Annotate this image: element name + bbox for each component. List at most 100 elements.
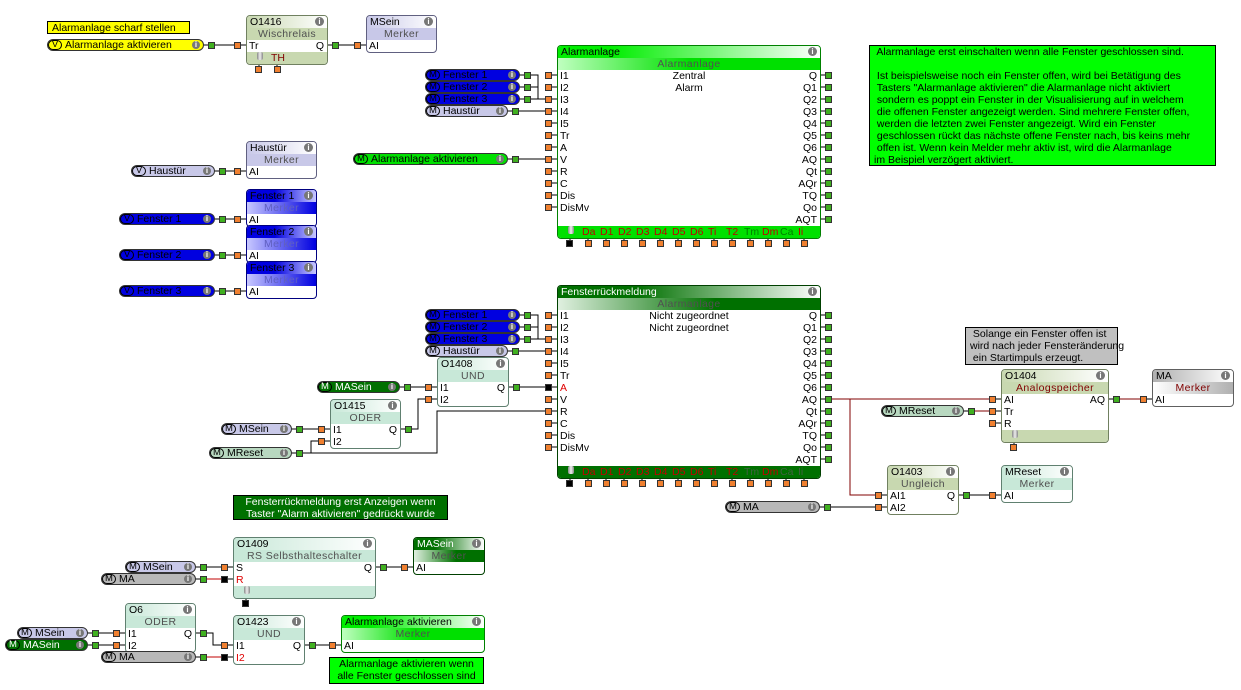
output-pin[interactable] <box>825 96 832 103</box>
info-icon[interactable]: i <box>808 47 817 56</box>
info-icon[interactable]: i <box>280 449 288 457</box>
output-pin[interactable] <box>825 132 832 139</box>
input-pin[interactable] <box>545 312 552 319</box>
info-icon[interactable]: i <box>496 107 504 115</box>
info-icon[interactable]: i <box>315 17 324 26</box>
parameter-Ii[interactable]: Ii <box>798 466 804 478</box>
parameter-D1[interactable]: D1 <box>600 466 614 478</box>
parameter-pin[interactable] <box>274 66 281 73</box>
parameter-Ca[interactable]: Ca <box>780 466 794 478</box>
output-pin[interactable] <box>825 420 832 427</box>
input-pin[interactable] <box>1140 396 1147 403</box>
input-pin[interactable] <box>989 492 996 499</box>
output-pin[interactable] <box>825 84 832 91</box>
parameter-pin[interactable] <box>621 240 628 247</box>
output-pin[interactable] <box>825 180 832 187</box>
info-icon[interactable]: i <box>1096 371 1105 380</box>
parameter-Da[interactable]: Da <box>582 466 596 478</box>
info-icon[interactable]: i <box>76 641 84 649</box>
output-pin[interactable] <box>825 456 832 463</box>
output-pin[interactable] <box>825 408 832 415</box>
input-pin[interactable] <box>545 396 552 403</box>
parameter-icon[interactable] <box>568 466 574 474</box>
output-pin[interactable] <box>825 432 832 439</box>
parameter-Da[interactable]: Da <box>582 226 596 238</box>
output-pin[interactable] <box>405 426 412 433</box>
input-pin[interactable] <box>234 252 241 259</box>
info-icon[interactable]: i <box>472 617 481 626</box>
parameter-icon[interactable] <box>257 52 263 60</box>
output-pin[interactable] <box>1113 396 1120 403</box>
parameter-pin[interactable] <box>603 240 610 247</box>
info-icon[interactable]: i <box>292 617 301 626</box>
output-pin[interactable] <box>524 324 531 331</box>
info-icon[interactable]: i <box>304 227 313 236</box>
input-pin[interactable] <box>234 168 241 175</box>
output-pin[interactable] <box>825 168 832 175</box>
parameter-icon[interactable] <box>568 226 574 234</box>
output-pin[interactable] <box>200 654 207 661</box>
parameter-Tm[interactable]: Tm <box>744 466 760 478</box>
output-pin[interactable] <box>825 156 832 163</box>
input-pin[interactable] <box>318 438 325 445</box>
comment-box[interactable]: Solange ein Fenster offen ist wird nach … <box>965 327 1124 365</box>
output-pin[interactable] <box>524 96 531 103</box>
parameter-Tm[interactable]: Tm <box>744 226 760 238</box>
output-pin[interactable] <box>200 564 207 571</box>
input-pin[interactable] <box>545 156 552 163</box>
parameter-pin[interactable] <box>585 240 592 247</box>
input-pin[interactable] <box>545 144 552 151</box>
info-icon[interactable]: i <box>508 335 516 343</box>
parameter-pin[interactable] <box>657 480 664 487</box>
input-pin[interactable] <box>354 42 361 49</box>
info-icon[interactable]: i <box>424 17 433 26</box>
input-pin[interactable] <box>113 630 120 637</box>
output-pin[interactable] <box>524 336 531 343</box>
parameter-pin[interactable] <box>566 240 573 247</box>
input-pin[interactable] <box>989 420 996 427</box>
output-pin[interactable] <box>92 642 99 649</box>
parameter-pin[interactable] <box>657 240 664 247</box>
output-pin[interactable] <box>200 576 207 583</box>
info-icon[interactable]: i <box>808 503 816 511</box>
info-icon[interactable]: i <box>496 359 505 368</box>
parameter-pin[interactable] <box>621 480 628 487</box>
output-pin[interactable] <box>825 336 832 343</box>
output-pin[interactable] <box>296 450 303 457</box>
input-pin[interactable] <box>545 324 552 331</box>
input-pin[interactable] <box>545 84 552 91</box>
parameter-D2[interactable]: D2 <box>618 466 632 478</box>
comment-box[interactable]: Alarmanlage aktivieren wenn alle Fenster… <box>329 657 484 684</box>
input-pin[interactable] <box>545 432 552 439</box>
output-pin[interactable] <box>963 492 970 499</box>
output-pin[interactable] <box>404 384 411 391</box>
input-pin[interactable] <box>545 372 552 379</box>
output-pin[interactable] <box>825 144 832 151</box>
info-icon[interactable]: i <box>808 287 817 296</box>
parameter-Ti[interactable]: Ti <box>708 226 717 238</box>
output-pin[interactable] <box>825 204 832 211</box>
info-icon[interactable]: i <box>1221 371 1230 380</box>
